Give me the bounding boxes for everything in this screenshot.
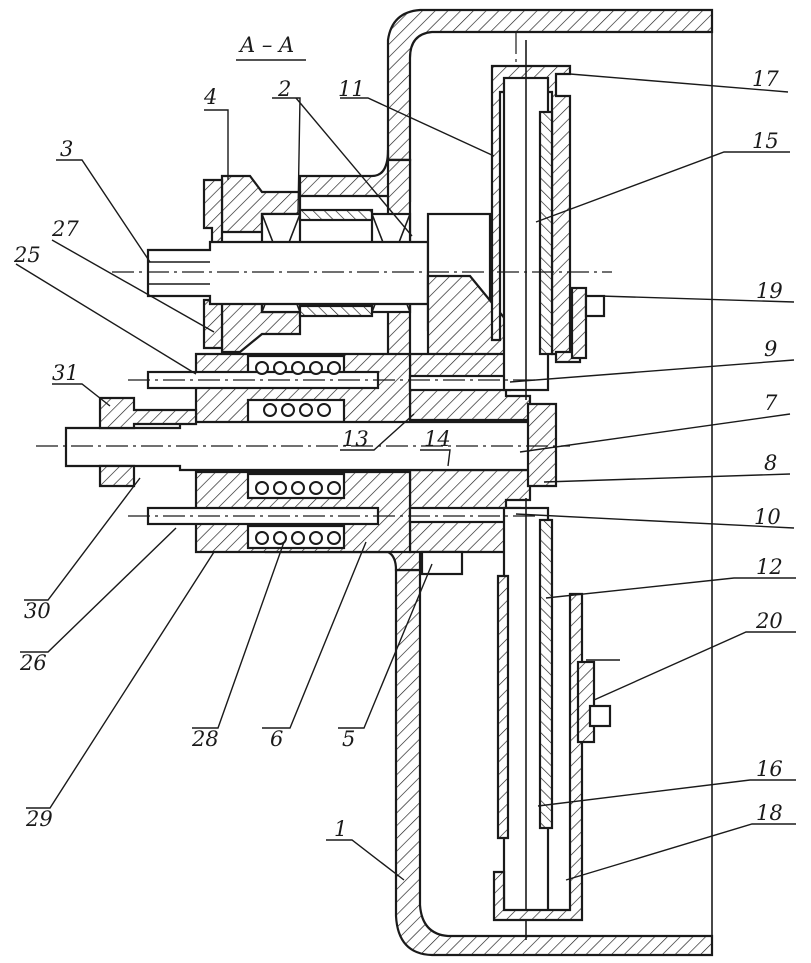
callout-27: 27	[51, 217, 79, 241]
callout-9: 9	[764, 337, 777, 361]
main-shaft	[64, 396, 558, 488]
callout-1: 1	[334, 817, 347, 841]
callout-5: 5	[342, 727, 355, 751]
callout-16: 16	[756, 757, 783, 781]
callout-10: 10	[754, 505, 781, 529]
callout-2: 2	[277, 77, 291, 101]
callout-15: 15	[752, 129, 779, 153]
callout-13: 13	[342, 427, 369, 451]
callout-20: 20	[755, 609, 783, 633]
callout-numbers: 4 2 11 17 15 3 27 25 19 9 31 7 13 14 8 1…	[13, 67, 783, 841]
callout-25: 25	[13, 243, 41, 267]
centerlines	[36, 32, 612, 517]
callout-26: 26	[19, 651, 47, 675]
springs	[255, 361, 341, 545]
callout-4: 4	[203, 85, 217, 109]
callout-18: 18	[756, 801, 783, 825]
lower-disc-group	[492, 498, 584, 940]
callout-7: 7	[764, 391, 778, 415]
input-shaft	[146, 240, 430, 306]
callout-12: 12	[756, 555, 783, 579]
callout-29: 29	[25, 807, 53, 831]
section-label-text: A – A	[238, 33, 294, 57]
callout-31: 31	[52, 361, 79, 385]
callout-11: 11	[338, 77, 365, 101]
callout-19: 19	[756, 279, 783, 303]
callout-3: 3	[60, 137, 73, 161]
callout-leaders	[15, 73, 796, 881]
section-label: A – A	[236, 33, 306, 61]
callout-8: 8	[764, 451, 777, 475]
callout-14: 14	[424, 427, 451, 451]
callout-30: 30	[24, 599, 51, 623]
bolts	[570, 286, 620, 744]
callout-6: 6	[270, 727, 283, 751]
callout-28: 28	[191, 727, 219, 751]
callout-17: 17	[752, 67, 779, 91]
upper-disc-group	[490, 40, 582, 400]
